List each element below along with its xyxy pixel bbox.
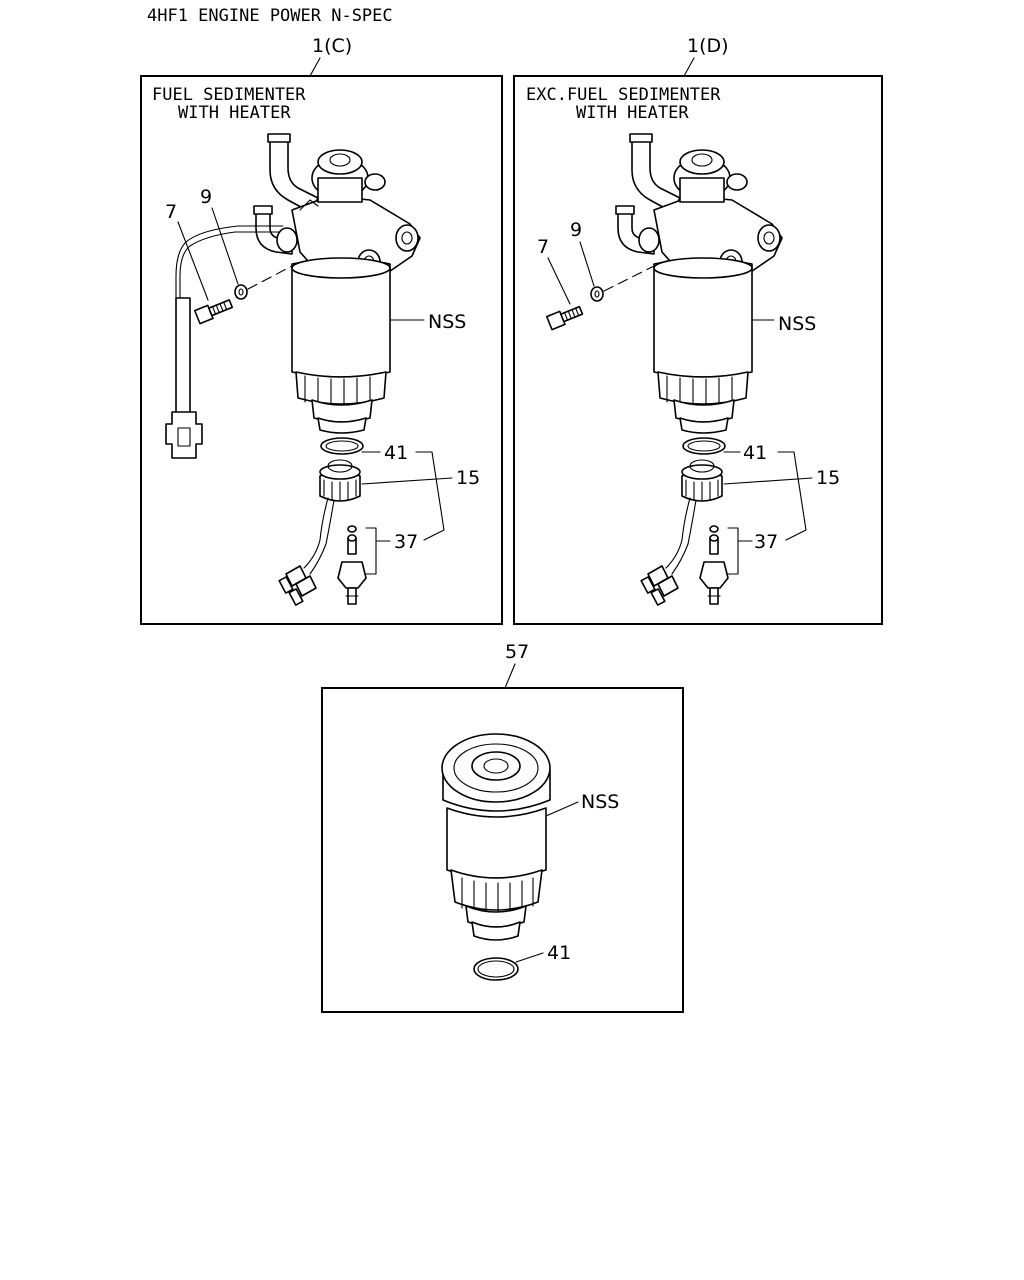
svg-text:9: 9 [200, 186, 212, 208]
callout-drain-plug: 15 [723, 451, 840, 541]
fuel-filter-assembly [165, 133, 421, 606]
panel-caption-line1: FUEL SEDIMENTER [152, 85, 306, 105]
svg-text:41: 41 [384, 442, 408, 464]
callout-bolt: 7 [537, 236, 571, 305]
callout-washer: 9 [200, 186, 239, 285]
svg-text:15: 15 [816, 467, 840, 489]
svg-text:NSS: NSS [428, 311, 466, 333]
o-ring [473, 957, 519, 981]
svg-text:41: 41 [743, 442, 767, 464]
svg-text:7: 7 [165, 201, 177, 223]
panel-frame [140, 75, 503, 625]
svg-text:41: 41 [547, 942, 571, 964]
fuel-filter-assembly [545, 133, 783, 606]
page-title: 4HF1 ENGINE POWER N-SPEC [147, 6, 393, 26]
panel-fuel-sedimenter-with-heater: 1(C) FUEL SEDIMENTER WITH HEATER [140, 35, 503, 625]
svg-text:15: 15 [456, 467, 480, 489]
svg-text:NSS: NSS [778, 313, 816, 335]
svg-text:9: 9 [570, 219, 582, 241]
panel-frame [513, 75, 883, 625]
panel-frame [321, 687, 684, 1013]
callout-drain-plug: 15 [361, 451, 480, 541]
callout-sensor: 37 [727, 527, 778, 575]
filter-element [441, 733, 551, 941]
ref-leader-line [309, 57, 321, 77]
ref-leader-line [683, 57, 695, 77]
panel-caption-line1: EXC.FUEL SEDIMENTER [526, 85, 721, 105]
callout-o-ring: 41 [723, 442, 767, 464]
svg-text:37: 37 [394, 531, 418, 553]
panel-ref-label: 1(D) [687, 35, 729, 57]
callout-washer: 9 [570, 219, 595, 287]
panel-ref-label: 57 [505, 641, 529, 663]
panel-filter-element: 57 NSS 41 [321, 641, 684, 1013]
callout-bolt: 7 [165, 201, 209, 301]
callout-filter-element: NSS [751, 313, 816, 335]
svg-text:37: 37 [754, 531, 778, 553]
panel-fuel-sedimenter-without-heater: 1(D) EXC.FUEL SEDIMENTER WITH HEATER [513, 35, 883, 625]
panel-caption-line2: WITH HEATER [178, 103, 291, 123]
panel-caption-line2: WITH HEATER [576, 103, 689, 123]
callout-o-ring: 41 [361, 442, 408, 464]
panel-ref-label: 1(C) [312, 35, 352, 57]
callout-filter-element: NSS [389, 311, 466, 333]
callout-sensor: 37 [365, 527, 418, 575]
callout-o-ring: 41 [515, 942, 571, 964]
svg-text:NSS: NSS [581, 791, 619, 813]
svg-text:7: 7 [537, 236, 549, 258]
callout-filter-element: NSS [545, 791, 619, 817]
